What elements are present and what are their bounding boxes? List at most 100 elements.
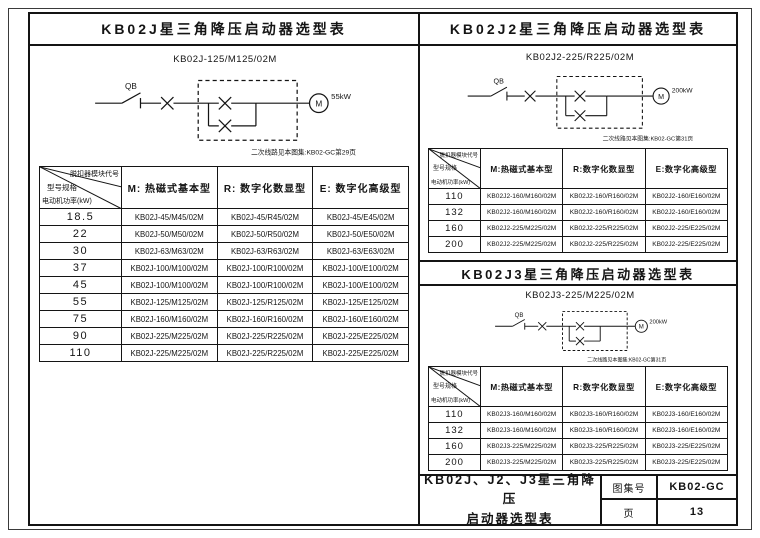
- model-cell: KB02J-160/E160/02M: [312, 310, 409, 328]
- power-cell: 55: [39, 293, 122, 311]
- model-cell: KB02J2-160/R160/02M: [562, 188, 646, 205]
- corner-label-motor-power: 电动机功率(kW): [431, 398, 471, 404]
- model-cell: KB02J-63/E63/02M: [312, 242, 409, 260]
- power-cell: 160: [428, 220, 481, 237]
- model-cell: KB02J3-160/M160/02M: [479, 406, 564, 423]
- column-header-r: R:数字化数显型: [562, 148, 646, 189]
- power-cell: 37: [39, 259, 122, 277]
- model-cell: KB02J3-225/E225/02M: [644, 454, 729, 471]
- corner-label-motor-power: 电动机功率(kW): [431, 180, 471, 186]
- disconnector-label: QB: [494, 78, 505, 86]
- power-cell: 45: [39, 276, 122, 294]
- model-cell: KB02J-225/R225/02M: [216, 344, 314, 362]
- model-cell: KB02J3-225/E225/02M: [644, 438, 729, 455]
- corner-label-trip-module: 脱扣器模块代号: [439, 153, 478, 159]
- corner-label-trip-module: 脱扣器模块代号: [439, 371, 478, 377]
- diagonal-lines: [429, 367, 480, 406]
- model-cell: KB02J-160/M160/02M: [121, 310, 218, 328]
- inner-border: KB02J星三角降压启动器选型表 KB02J2星三角降压启动器选型表 KB02J…: [28, 12, 738, 526]
- disconnector-label: QB: [125, 82, 137, 91]
- diagonal-header-cell: 脱扣器模块代号 型号规格 电动机功率(kW): [428, 366, 481, 407]
- corner-label-model-spec: 型号规格: [47, 183, 77, 192]
- power-cell: 132: [428, 204, 481, 221]
- model-cell: KB02J-125/R125/02M: [216, 293, 314, 311]
- diagonal-lines: [429, 149, 480, 188]
- diagonal-header-cell: 脱扣器模块代号 型号规格 电动机功率(kW): [428, 148, 481, 189]
- model-cell: KB02J-225/R225/02M: [216, 327, 314, 345]
- right2-section-title: KB02J3星三角降压启动器选型表: [420, 260, 736, 286]
- title-block: KB02J、J2、J3星三角降压 启动器选型表 图集号 KB02-GC 页 13: [420, 472, 736, 526]
- model-cell: KB02J-63/R63/02M: [216, 242, 314, 260]
- power-cell: 110: [39, 344, 122, 362]
- left-circuit-diagram: KB02J-125/M125/02M: [82, 54, 368, 161]
- column-header-r: R:数字化数显型: [562, 366, 646, 407]
- diagonal-lines: [40, 167, 121, 208]
- model-cell: KB02J-225/E225/02M: [312, 327, 409, 345]
- left-section-title-text: KB02J星三角降压启动器选型表: [101, 21, 347, 37]
- corner-label-motor-power: 电动机功率(kW): [42, 198, 92, 205]
- model-cell: KB02J2-160/M160/02M: [479, 188, 564, 205]
- model-cell: KB02J3-225/M225/02M: [479, 438, 564, 455]
- right2-diagram-label: KB02J3-225/M225/02M: [525, 290, 635, 301]
- model-cell: KB02J-100/R100/02M: [216, 276, 314, 294]
- title-block-line1: KB02J、J2、J3星三角降压: [424, 472, 596, 507]
- center-divider-line: [418, 14, 420, 524]
- title-block-line2: 启动器选型表: [466, 511, 554, 526]
- table-header-row: 脱扣器模块代号 型号规格 电动机功率(kW) M:热磁式基本型 R:数字化数显型…: [428, 366, 729, 407]
- model-cell: KB02J3-225/M225/02M: [479, 454, 564, 471]
- model-cell: KB02J2-225/M225/02M: [479, 236, 564, 253]
- model-cell: KB02J-50/E50/02M: [312, 225, 409, 243]
- motor-symbol-label: M: [315, 99, 322, 108]
- model-cell: KB02J2-225/E225/02M: [644, 236, 729, 253]
- right2-selection-table: 脱扣器模块代号 型号规格 电动机功率(kW) M:热磁式基本型 R:数字化数显型…: [428, 366, 729, 471]
- model-cell: KB02J2-160/E160/02M: [644, 204, 729, 221]
- column-header-e: E: 数字化高级型: [312, 166, 409, 209]
- model-cell: KB02J3-160/M160/02M: [479, 422, 564, 439]
- title-block-grid: 图集号 KB02-GC 页 13: [602, 476, 736, 524]
- motor-symbol-label: M: [658, 93, 664, 101]
- right1-section-title: KB02J2星三角降压启动器选型表: [420, 14, 736, 46]
- model-cell: KB02J-100/M100/02M: [121, 276, 218, 294]
- atlas-number-label: 图集号: [602, 476, 658, 500]
- corner-label-model-spec: 型号规格: [433, 166, 458, 172]
- table-header-row: 脱扣器模块代号 型号规格 电动机功率(kW) M:热磁式基本型 R:数字化数显型…: [428, 148, 729, 189]
- disconnector-label: QB: [515, 313, 524, 319]
- left-selection-table: 脱扣器模块代号 型号规格 电动机功率(kW) M: 热磁式基本型 R: 数字化数…: [39, 166, 409, 362]
- power-cell: 200: [428, 236, 481, 253]
- page-label: 页: [602, 500, 658, 524]
- model-cell: KB02J-45/M45/02M: [121, 208, 218, 226]
- left-diagram-label: KB02J-125/M125/02M: [173, 54, 277, 65]
- model-cell: KB02J3-160/R160/02M: [562, 422, 646, 439]
- motor-power-label: 200kW: [649, 320, 667, 326]
- model-cell: KB02J-100/E100/02M: [312, 276, 409, 294]
- right1-selection-table: 脱扣器模块代号 型号规格 电动机功率(kW) M:热磁式基本型 R:数字化数显型…: [428, 148, 729, 253]
- column-header-e: E:数字化高级型: [644, 366, 729, 407]
- model-cell: KB02J-100/M100/02M: [121, 259, 218, 277]
- secondary-wiring-note: 二次线路见本图集:KB02-GC第31页: [603, 135, 694, 143]
- power-cell: 132: [428, 422, 481, 439]
- right1-diagram-label: KB02J2-225/R225/02M: [525, 52, 635, 63]
- outer-border: [8, 8, 752, 530]
- model-cell: KB02J-63/M63/02M: [121, 242, 218, 260]
- model-cell: KB02J3-225/R225/02M: [562, 438, 646, 455]
- power-cell: 110: [428, 188, 481, 205]
- corner-label-trip-module: 脱扣器模块代号: [70, 171, 119, 178]
- secondary-wiring-note: 二次线路见本图集:KB02-GC第31页: [587, 356, 666, 363]
- secondary-wiring-note: 二次线路见本图集:KB02-GC第29页: [251, 148, 356, 157]
- table-header-row: 脱扣器模块代号 型号规格 电动机功率(kW) M: 热磁式基本型 R: 数字化数…: [39, 166, 409, 209]
- power-cell: 18.5: [39, 208, 122, 226]
- power-cell: 110: [428, 406, 481, 423]
- power-cell: 75: [39, 310, 122, 328]
- model-cell: KB02J-50/M50/02M: [121, 225, 218, 243]
- column-header-m: M:热磁式基本型: [479, 148, 564, 189]
- motor-power-label: 55kW: [331, 92, 351, 101]
